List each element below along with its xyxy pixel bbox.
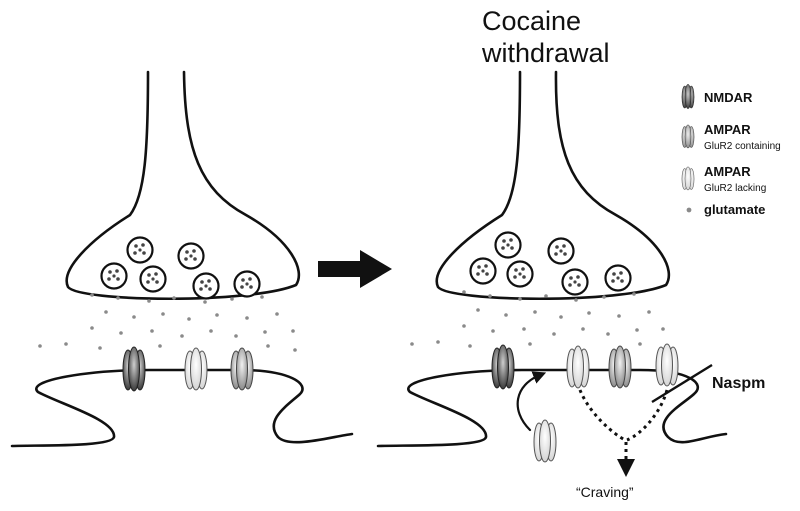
legend-label: AMPAR (704, 122, 751, 137)
vesicle (561, 268, 589, 296)
ampar-glur2-lacking-receptor (184, 347, 208, 391)
title-line-2: withdrawal (481, 38, 610, 68)
craving-pathway (578, 389, 669, 477)
vesicle (233, 270, 261, 298)
nmdar-receptor (491, 344, 515, 390)
vesicle (494, 231, 522, 259)
legend-label: NMDAR (704, 90, 753, 105)
ampar-glur2-containing-receptor (230, 347, 254, 391)
left-postsynaptic-membrane (10, 368, 354, 448)
legend-item-glutamate: glutamate (686, 202, 765, 217)
left-receptors (122, 346, 254, 392)
vesicle (506, 260, 534, 288)
vesicle (100, 262, 128, 290)
title-line-1: Cocaine (482, 6, 581, 36)
vesicle (192, 272, 220, 300)
left-vesicles (100, 236, 261, 300)
legend-sublabel: GluR2 containing (704, 141, 781, 152)
craving-label: “Craving” (576, 484, 634, 500)
vesicle (139, 265, 167, 293)
vesicle (547, 237, 575, 265)
right-receptors (491, 343, 679, 463)
legend-item-ampar-glur2-containing: AMPAR GluR2 containing (681, 122, 781, 152)
vesicle (177, 242, 205, 270)
vesicle (604, 264, 632, 292)
vesicle (126, 236, 154, 264)
insertion-arrow (516, 371, 547, 432)
nmdar-receptor (122, 346, 146, 392)
right-glutamate-cloud (410, 290, 670, 350)
ampar-glur2-containing-icon (681, 124, 695, 149)
naspm-label: Naspm (712, 375, 765, 392)
ampar-glur2-lacking-receptor (566, 345, 590, 389)
right-presynaptic-terminal (435, 70, 671, 301)
legend-item-nmdar: NMDAR (681, 84, 753, 109)
ampar-glur2-lacking-receptor (655, 343, 679, 387)
glutamate-dot-icon (686, 207, 692, 213)
ampar-glur2-lacking-receptor-inserting (533, 419, 557, 463)
nmdar-icon (681, 84, 695, 109)
left-glutamate-cloud (38, 293, 297, 352)
legend-sublabel: GluR2 lacking (704, 183, 766, 194)
legend: NMDAR AMPAR GluR2 containing AMPAR GluR2… (681, 84, 781, 217)
legend-label: glutamate (704, 202, 765, 217)
ampar-glur2-lacking-icon (681, 166, 695, 191)
ampar-glur2-containing-receptor (608, 345, 632, 389)
left-synapse (10, 70, 354, 448)
right-synapse (376, 70, 728, 477)
legend-item-ampar-glur2-lacking: AMPAR GluR2 lacking (681, 164, 766, 194)
left-presynaptic-terminal (65, 70, 301, 301)
naspm-block-line (651, 363, 713, 404)
transition-arrow (318, 250, 392, 288)
legend-label: AMPAR (704, 164, 751, 179)
vesicle (469, 257, 497, 285)
right-vesicles (469, 231, 632, 296)
